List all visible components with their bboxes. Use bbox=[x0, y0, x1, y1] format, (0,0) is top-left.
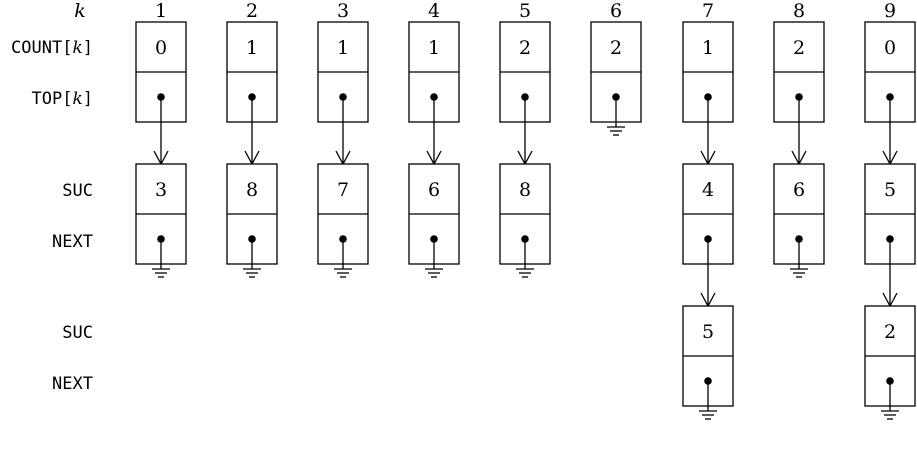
column-header-1: 1 bbox=[155, 0, 167, 22]
suc-next-node-1-value: 3 bbox=[155, 179, 167, 201]
suc-next-node-8-value: 6 bbox=[793, 179, 805, 201]
next-null-ground-2 bbox=[243, 239, 261, 278]
suc-next-node-2: 8 bbox=[226, 163, 278, 265]
count-row-label-prefix: COUNT[ bbox=[11, 38, 72, 58]
next2-null-ground-7 bbox=[699, 381, 717, 420]
count-row-label-k: k bbox=[72, 38, 82, 58]
top-null-ground-6 bbox=[607, 97, 625, 136]
column-header-6: 6 bbox=[610, 0, 622, 22]
suc-next-node-9-value: 5 bbox=[884, 179, 896, 201]
suc2-row-label: SUC bbox=[62, 323, 93, 343]
suc-next-node-4-value: 6 bbox=[428, 179, 440, 201]
column-header-2: 2 bbox=[246, 0, 258, 22]
suc-row-label: SUC bbox=[62, 181, 93, 201]
k-header-label: k bbox=[74, 0, 86, 22]
suc-next-node-8: 6 bbox=[773, 163, 825, 265]
top-row-label-k: k bbox=[72, 89, 82, 109]
column-header-4: 4 bbox=[428, 0, 440, 22]
column-header-9: 9 bbox=[884, 0, 896, 22]
count-row-label: COUNT[k] bbox=[11, 38, 93, 58]
suc-next-node2-9-value: 2 bbox=[884, 321, 896, 343]
next-null-ground-3 bbox=[334, 239, 352, 278]
next-row-label: NEXT bbox=[52, 232, 93, 252]
suc-next-node2-7-value: 5 bbox=[702, 321, 714, 343]
suc-next-node-3-value: 7 bbox=[337, 179, 349, 201]
count-row-label-suffix: ] bbox=[83, 38, 93, 58]
column-header-8: 8 bbox=[793, 0, 805, 22]
node-layer: 0 3 1 8 1 7 1 6 2 8 2 1 4 5 2 6 0 5 2 bbox=[135, 21, 916, 420]
suc-next-node-5-value: 8 bbox=[519, 179, 531, 201]
count-top-node-8-value: 2 bbox=[793, 37, 805, 59]
count-top-node-1-value: 0 bbox=[155, 37, 167, 59]
count-top-node-9-value: 0 bbox=[884, 37, 896, 59]
count-top-node-6-value: 2 bbox=[610, 37, 622, 59]
top-row-label: TOP[k] bbox=[31, 89, 93, 109]
suc-next-node-7-value: 4 bbox=[702, 179, 714, 201]
column-headers: 1 2 3 4 5 6 7 8 9 bbox=[155, 0, 896, 22]
next2-null-ground-9 bbox=[881, 381, 899, 420]
top-row-label-suffix: ] bbox=[83, 89, 93, 109]
column-header-7: 7 bbox=[702, 0, 714, 22]
count-top-node-7-value: 1 bbox=[702, 37, 714, 59]
top-row-label-prefix: TOP[ bbox=[31, 89, 72, 109]
count-top-node-7: 1 bbox=[682, 21, 734, 123]
next2-row-label: NEXT bbox=[52, 374, 93, 394]
column-header-3: 3 bbox=[337, 0, 349, 22]
count-top-node-4-value: 1 bbox=[428, 37, 440, 59]
next-null-ground-8 bbox=[790, 239, 808, 278]
suc-next-node-2-value: 8 bbox=[246, 179, 258, 201]
count-top-node-5-value: 2 bbox=[519, 37, 531, 59]
count-top-node-2-value: 1 bbox=[246, 37, 258, 59]
next-null-ground-1 bbox=[152, 239, 170, 278]
count-top-node-3-value: 1 bbox=[337, 37, 349, 59]
next-null-ground-5 bbox=[516, 239, 534, 278]
next-null-ground-4 bbox=[425, 239, 443, 278]
column-header-5: 5 bbox=[519, 0, 531, 22]
